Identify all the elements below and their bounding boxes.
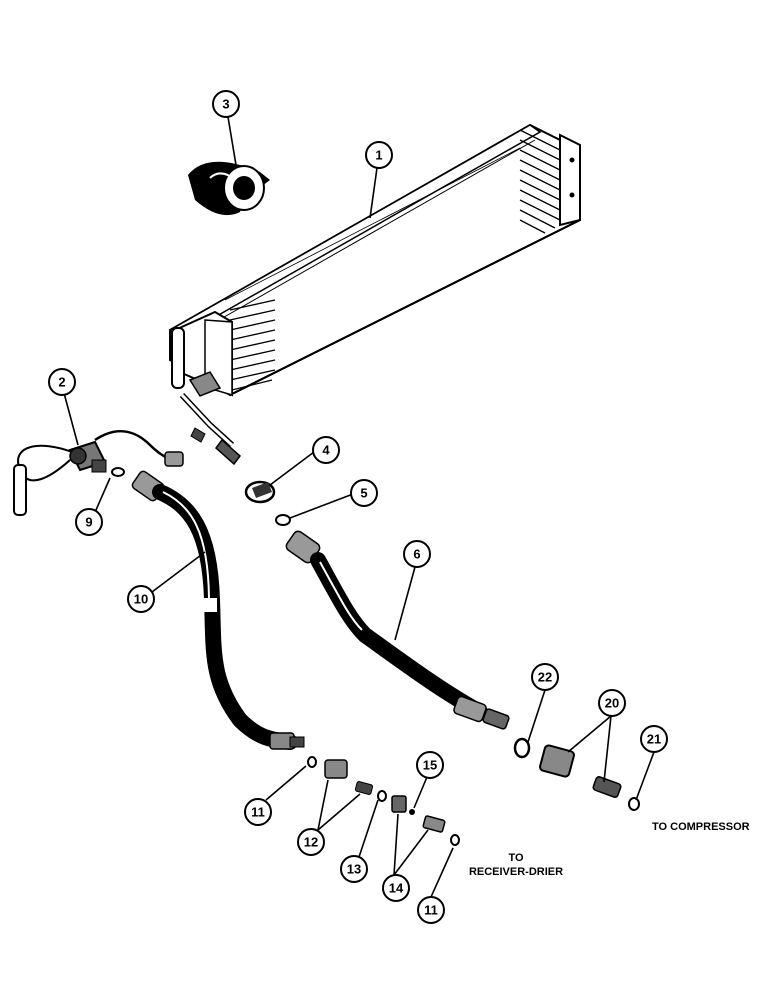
o-ring-15 xyxy=(409,809,415,815)
o-ring-5 xyxy=(275,514,291,526)
to-compressor-label: TO COMPRESSOR xyxy=(652,821,750,833)
svg-text:5: 5 xyxy=(360,486,367,501)
callout-10: 10 xyxy=(127,585,155,613)
svg-text:3: 3 xyxy=(222,97,229,112)
callout-1: 1 xyxy=(365,141,393,169)
clamp-4 xyxy=(244,480,276,504)
svg-text:11: 11 xyxy=(251,805,265,820)
callout-3: 3 xyxy=(212,90,240,118)
svg-text:22: 22 xyxy=(538,670,552,685)
callout-5: 5 xyxy=(350,479,378,507)
callout-9: 9 xyxy=(75,508,103,536)
callout-13: 13 xyxy=(340,855,368,883)
svg-text:21: 21 xyxy=(647,732,661,747)
evaporator-core xyxy=(168,123,581,466)
callout-22: 22 xyxy=(531,663,559,691)
o-ring-21 xyxy=(628,797,640,811)
callout-15: 15 xyxy=(416,751,444,779)
svg-text:10: 10 xyxy=(134,592,148,607)
callout-2: 2 xyxy=(48,368,76,396)
callout-11a: 11 xyxy=(244,798,272,826)
svg-text:6: 6 xyxy=(413,547,420,562)
insulation-tape xyxy=(188,161,270,216)
hose-10 xyxy=(131,470,305,750)
fitting-20 xyxy=(539,744,622,798)
to-label: TO xyxy=(508,852,524,864)
svg-text:4: 4 xyxy=(322,443,330,458)
o-ring-9 xyxy=(111,467,125,477)
svg-text:1: 1 xyxy=(375,148,382,163)
svg-text:9: 9 xyxy=(85,515,92,530)
svg-text:11: 11 xyxy=(424,903,438,918)
o-ring-11b xyxy=(450,834,460,846)
o-ring-11a xyxy=(307,756,317,768)
o-ring-13 xyxy=(377,790,387,802)
svg-text:2: 2 xyxy=(58,375,65,390)
callout-21: 21 xyxy=(640,725,668,753)
leader-lines xyxy=(63,116,655,898)
callout-4: 4 xyxy=(312,436,340,464)
o-ring-22 xyxy=(513,737,531,759)
svg-text:12: 12 xyxy=(304,835,318,850)
callout-12: 12 xyxy=(297,828,325,856)
hose-6 xyxy=(285,530,510,730)
svg-text:15: 15 xyxy=(423,758,437,773)
svg-text:13: 13 xyxy=(347,862,361,877)
callout-20: 20 xyxy=(598,689,626,717)
callout-14: 14 xyxy=(382,874,410,902)
callout-6: 6 xyxy=(403,540,431,568)
fitting-14 xyxy=(391,795,446,833)
expansion-valve xyxy=(13,430,184,516)
receiver-drier-label: RECEIVER-DRIER xyxy=(469,866,563,878)
fitting-12 xyxy=(324,759,374,795)
callout-11b: 11 xyxy=(417,896,445,924)
svg-text:14: 14 xyxy=(389,881,404,896)
svg-text:20: 20 xyxy=(605,696,619,711)
